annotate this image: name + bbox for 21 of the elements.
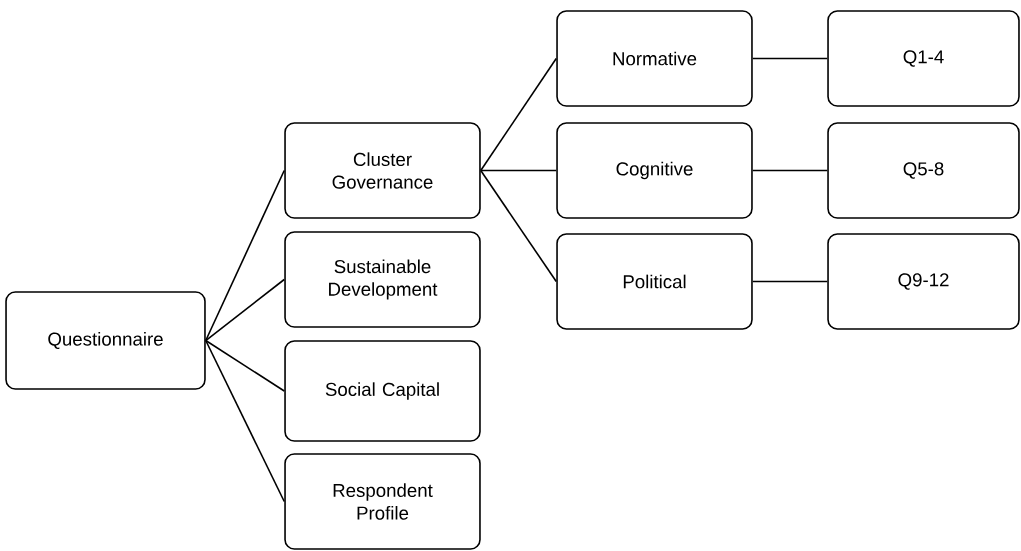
category-box: Political <box>556 233 753 330</box>
connector-line <box>751 169 829 172</box>
category-box: Q1-4 <box>827 10 1020 107</box>
category-box: Sustainable Development <box>284 231 481 328</box>
category-box: Respondent Profile <box>284 453 481 550</box>
category-box: Normative <box>556 10 753 107</box>
connector-line <box>204 169 286 342</box>
connector-line <box>479 169 558 283</box>
category-box: Cognitive <box>556 122 753 219</box>
connector-line <box>204 339 286 392</box>
connector-line <box>479 169 558 172</box>
category-box: Social Capital <box>284 340 481 442</box>
category-box: Q5-8 <box>827 122 1020 219</box>
category-box: Cluster Governance <box>284 122 481 219</box>
connector-line <box>204 278 286 342</box>
connector-line <box>204 339 286 503</box>
category-box: Questionnaire <box>5 291 206 390</box>
connector-line <box>751 57 829 60</box>
connector-line <box>479 57 558 172</box>
connector-line <box>751 280 829 283</box>
category-box: Q9-12 <box>827 233 1020 330</box>
